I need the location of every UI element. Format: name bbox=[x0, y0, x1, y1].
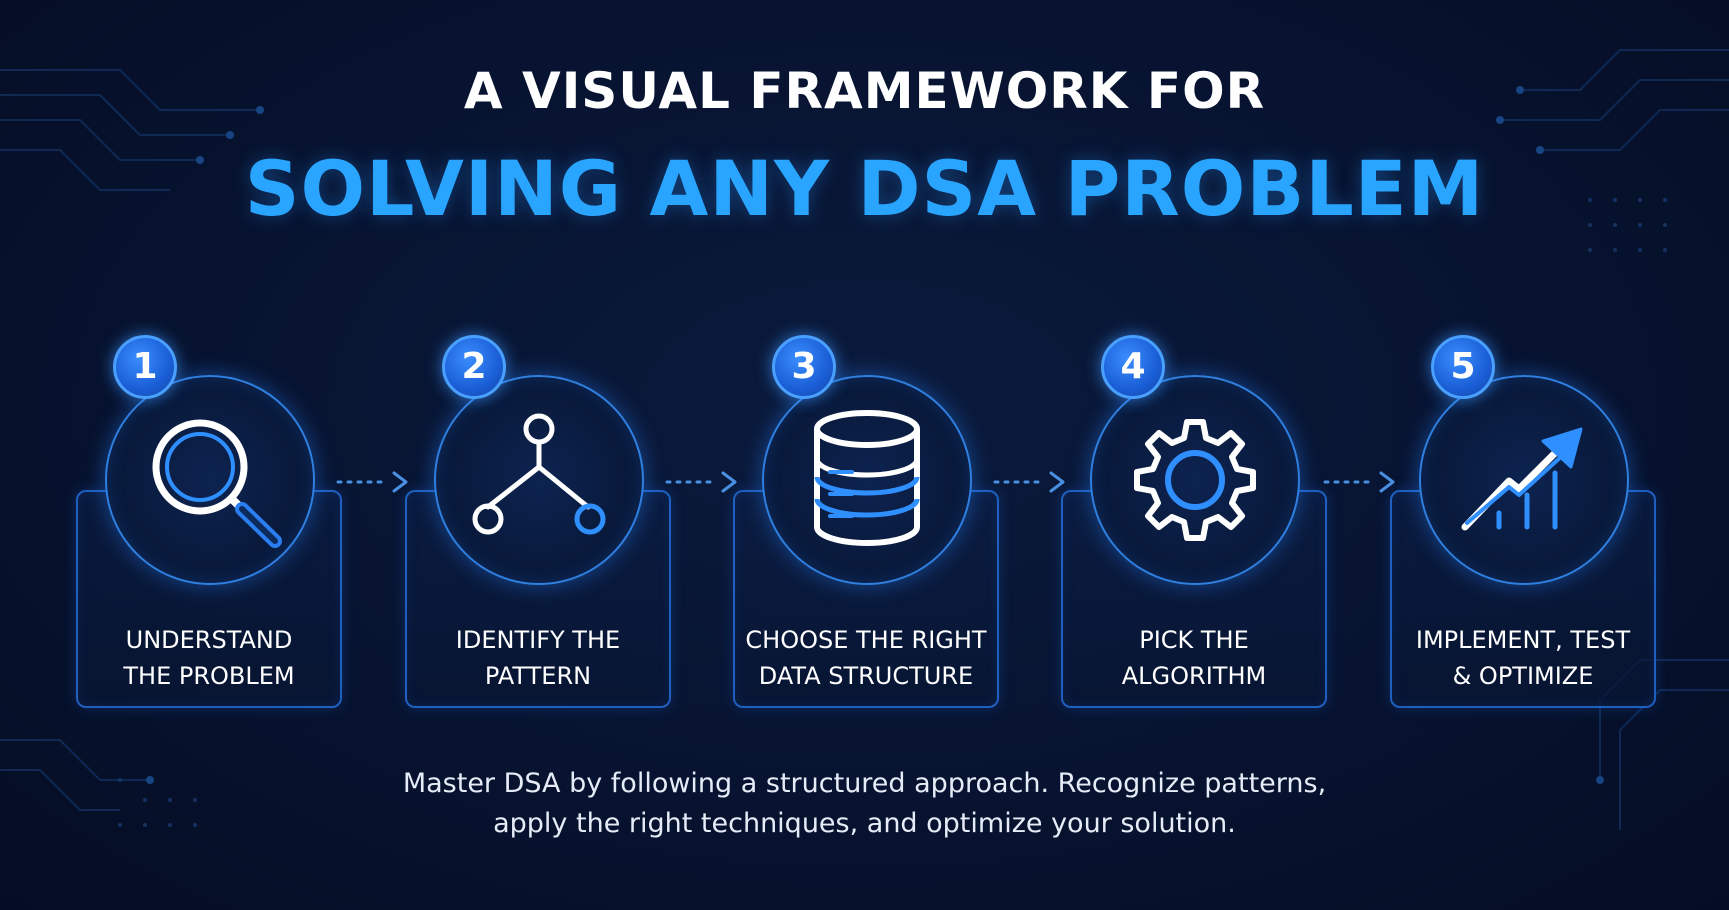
step-label-5: IMPLEMENT, TEST & OPTIMIZE bbox=[1415, 626, 1631, 690]
step-label-4: PICK THE ALGORITHM bbox=[1121, 626, 1267, 690]
arrow-right-icon bbox=[665, 471, 737, 493]
tree-pattern-icon bbox=[472, 413, 606, 535]
step-number-1: 1 bbox=[113, 335, 177, 399]
magnifier-icon bbox=[152, 419, 282, 548]
footer-line-1: Master DSA by following a structured app… bbox=[402, 768, 1327, 799]
icon-circle-3 bbox=[762, 375, 972, 585]
icon-circle-2 bbox=[434, 375, 644, 585]
arrow-right-icon bbox=[1323, 471, 1395, 493]
arrow-right-icon bbox=[993, 471, 1065, 493]
title-line-1: A VISUAL FRAMEWORK FOR bbox=[463, 62, 1266, 120]
icon-circle-1 bbox=[105, 375, 315, 585]
step-number-5: 5 bbox=[1431, 335, 1495, 399]
title-line-2: SOLVING ANY DSA PROBLEM bbox=[244, 144, 1485, 233]
step-label-3: CHOOSE THE RIGHT DATA STRUCTURE bbox=[745, 626, 987, 690]
icon-circle-4 bbox=[1090, 375, 1300, 585]
step-label-2: IDENTIFY THE PATTERN bbox=[455, 626, 621, 690]
step-number-3: 3 bbox=[772, 335, 836, 399]
arrow-right-icon bbox=[336, 471, 408, 493]
step-label-1: UNDERSTAND THE PROBLEM bbox=[123, 626, 295, 690]
gear-icon bbox=[1134, 419, 1256, 541]
step-number-4: 4 bbox=[1101, 335, 1165, 399]
step-number-2: 2 bbox=[442, 335, 506, 399]
database-icon bbox=[814, 410, 920, 546]
footer-line-2: apply the right techniques, and optimize… bbox=[493, 808, 1236, 839]
icon-circle-5 bbox=[1419, 375, 1629, 585]
growth-chart-icon bbox=[1461, 427, 1583, 531]
footer-description: Master DSA by following a structured app… bbox=[0, 764, 1729, 844]
